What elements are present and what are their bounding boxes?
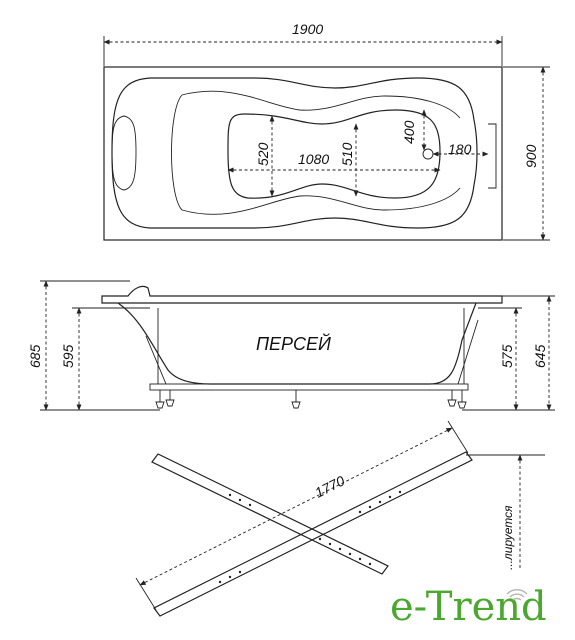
dim-bowl-length: 1080 bbox=[298, 151, 329, 167]
dim-height-total: 685 bbox=[27, 344, 43, 368]
frame-legs bbox=[155, 390, 467, 409]
wifi-icon bbox=[506, 589, 528, 601]
dim-leg-length: 1770 bbox=[312, 472, 347, 500]
brand-name: e-Trend bbox=[390, 584, 547, 630]
support-frame bbox=[149, 383, 469, 391]
dim-width: 900 bbox=[523, 144, 539, 168]
dim-height-bowl: 595 bbox=[60, 344, 76, 368]
dim-bowl-width-right: 510 bbox=[339, 142, 355, 166]
tub-wing-contour bbox=[171, 90, 461, 215]
tub-outer-rim bbox=[103, 66, 503, 241]
side-view: ПЕРСЕЙ 685 595 575 645 bbox=[27, 280, 555, 411]
adjustable-note: ...лируется bbox=[501, 505, 515, 570]
tub-inner-contour bbox=[111, 77, 478, 229]
drain-icon bbox=[422, 148, 434, 160]
dim-drain-side: 400 bbox=[401, 120, 417, 144]
dim-bowl-width-left: 520 bbox=[255, 142, 271, 166]
frame-leg-a bbox=[151, 453, 389, 575]
dim-length: 1900 bbox=[292, 21, 323, 37]
overflow-tab bbox=[488, 123, 497, 189]
headrest-pad bbox=[111, 115, 137, 191]
brand-logo: e-Trend bbox=[390, 584, 547, 630]
top-view: 1900 900 1080 520 510 400 180 bbox=[103, 21, 550, 241]
dim-drain-end: 180 bbox=[448, 141, 472, 157]
dim-height-frame-outer: 645 bbox=[532, 344, 548, 368]
dim-height-frame-inner: 575 bbox=[499, 344, 515, 368]
tub-side-body bbox=[117, 302, 477, 385]
frame-leg-b-holes bbox=[218, 490, 402, 584]
tub-bowl-contour bbox=[227, 109, 441, 199]
model-name: ПЕРСЕЙ bbox=[256, 333, 331, 354]
tub-side-rim bbox=[101, 285, 503, 304]
